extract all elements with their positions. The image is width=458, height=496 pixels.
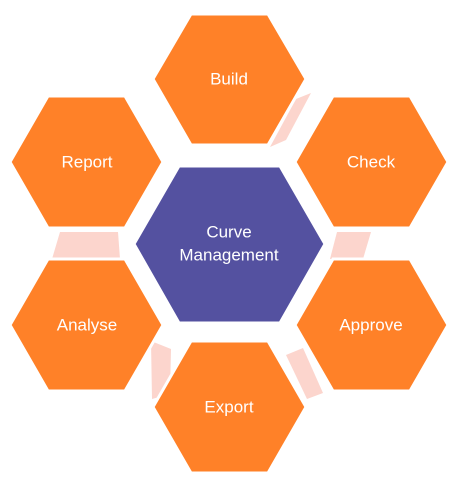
step-label-approve: Approve (339, 315, 402, 334)
hexagon-analyse (8, 257, 165, 393)
center-label-line2: Management (179, 245, 279, 264)
center-label-line1: Curve (206, 222, 251, 241)
step-label-report: Report (61, 152, 112, 171)
hexagon-export (151, 339, 308, 475)
hexagon-report (8, 94, 165, 230)
connector-approve-export (286, 348, 323, 399)
connector-build-check (270, 93, 311, 147)
connector-analyse-report (52, 232, 120, 259)
hexagons (8, 12, 450, 475)
step-label-check: Check (347, 152, 396, 171)
hexagon-build (151, 12, 308, 147)
hexagon-check (293, 94, 450, 230)
connector-check-approve (330, 232, 371, 259)
hexagon-approve (293, 257, 450, 393)
step-label-analyse: Analyse (57, 315, 117, 334)
step-label-build: Build (210, 69, 248, 88)
step-label-export: Export (204, 397, 253, 416)
center-hexagon (132, 164, 327, 325)
